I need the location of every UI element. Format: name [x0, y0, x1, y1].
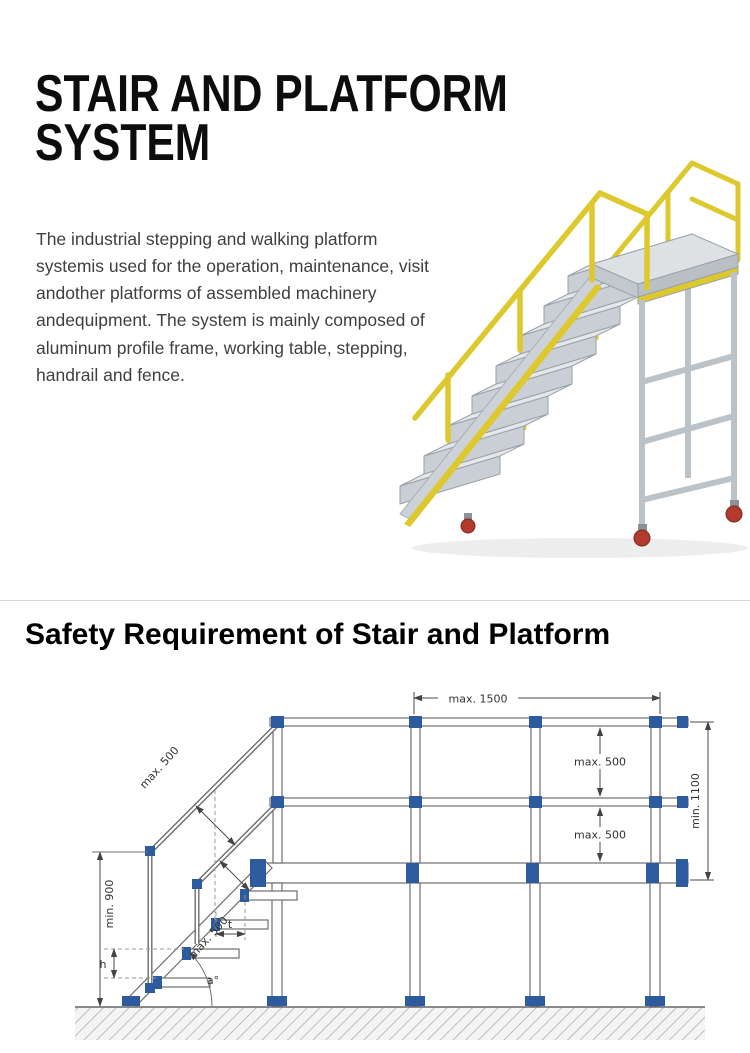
- platform-walkway: [253, 862, 689, 884]
- dim-slope-angle-label: a°: [207, 974, 219, 987]
- dim-guard-gap-lower: max. 500: [571, 807, 629, 862]
- section-divider: [0, 600, 750, 601]
- product-photo-stair-platform: [399, 160, 748, 558]
- dim-top-span-label: max. 1500: [449, 693, 508, 706]
- dim-stair-rail-gap: max. 500: [137, 744, 236, 846]
- dim-stair-rail-height-label: min. 900: [103, 880, 116, 929]
- caster-wheels: [460, 500, 743, 547]
- dim-guard-gap-lower-label: max. 500: [574, 829, 626, 842]
- dim-riser-height: h: [100, 948, 118, 979]
- safety-section-heading: Safety Requirement of Stair and Platform: [25, 618, 611, 651]
- stair-handrail: [147, 723, 279, 991]
- dim-riser-height-label: h: [100, 958, 107, 971]
- dim-guard-height-label: min. 1100: [689, 773, 702, 829]
- dim-guard-gap-upper: max. 500: [571, 727, 629, 797]
- shadow: [412, 538, 748, 558]
- page-title-line2: SYSTEM: [35, 114, 211, 173]
- dim-top-span: max. 1500: [413, 691, 661, 714]
- support-posts: [271, 882, 661, 1007]
- platform-deck: [590, 233, 740, 305]
- safety-dimension-diagram: max. 1500 max. 500 max. 500 min. 1100 mi…: [75, 691, 714, 1040]
- support-frame: [639, 272, 737, 526]
- dim-stair-rail-height: min. 900: [96, 851, 120, 1007]
- dim-tread-depth-label: t: [228, 918, 233, 931]
- dim-guard-height: min. 1100: [689, 721, 714, 881]
- dim-stair-rail-gap-label: max. 500: [137, 744, 181, 791]
- near-stair-handrail: [412, 190, 650, 443]
- dim-slope-angle: a°: [189, 951, 219, 1007]
- page-title-line1: STAIR AND PLATFORM: [35, 65, 508, 123]
- dim-tread-depth: t: [215, 918, 246, 938]
- profile-connectors: [122, 716, 688, 1006]
- dim-guard-gap-upper-label: max. 500: [574, 756, 626, 769]
- ground-hatch: [75, 1006, 705, 1040]
- hero-description: The industrial stepping and walking plat…: [36, 229, 429, 385]
